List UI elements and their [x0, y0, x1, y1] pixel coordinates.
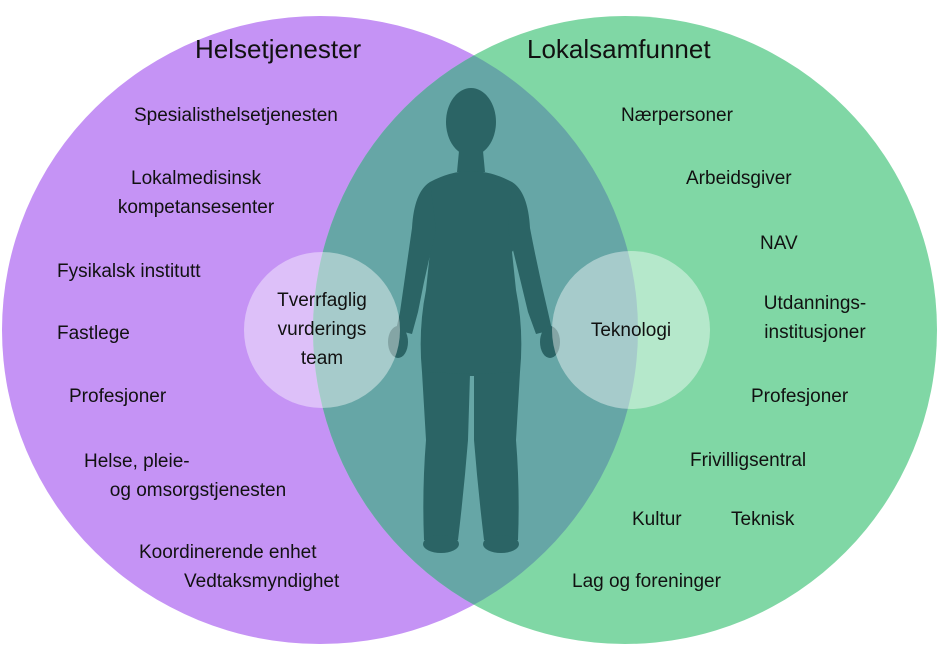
label-frivilligsentral: Frivilligsentral [690, 450, 807, 471]
label-tverrfaglig-line1: Tverrfaglig [277, 290, 367, 311]
label-spesialisthelsetjenesten: Spesialisthelsetjenesten [134, 105, 338, 126]
label-utdanningsinstitusjoner: Utdannings- institusjoner [740, 289, 890, 347]
label-profesjoner-left: Profesjoner [69, 386, 167, 407]
label-koordinerende-enhet: Koordinerende enhet [139, 542, 317, 563]
label-tverrfaglig-team: Tverrfaglig vurderings team [242, 286, 402, 373]
label-naerpersoner: Nærpersoner [621, 105, 733, 126]
label-fysikalsk-institutt: Fysikalsk institutt [57, 261, 201, 282]
team-bubble [244, 252, 400, 408]
community-title: Lokalsamfunnet [527, 34, 711, 64]
label-tverrfaglig-line3: team [300, 348, 344, 369]
label-lokalmedisinsk-line1: Lokalmedisinsk [131, 168, 261, 189]
label-fastlege: Fastlege [57, 323, 130, 344]
label-vedtaksmyndighet: Vedtaksmyndighet [184, 571, 340, 592]
label-helse-line1: Helse, pleie- [84, 451, 190, 472]
technology-bubble [552, 251, 710, 409]
label-teknisk: Teknisk [731, 509, 795, 530]
label-utdanning-line2: institusjoner [764, 322, 866, 343]
label-lokalmedisinsk-line2: kompetansesenter [117, 197, 275, 218]
label-arbeidsgiver: Arbeidsgiver [686, 168, 792, 189]
label-profesjoner-right: Profesjoner [751, 386, 849, 407]
person-silhouette-icon [388, 88, 560, 553]
label-tverrfaglig-line2: vurderings [277, 319, 367, 340]
healthcare-title: Helsetjenester [195, 34, 362, 64]
label-lag-og-foreninger: Lag og foreninger [572, 571, 721, 592]
label-helse-pleie: Helse, pleie- og omsorgstjenesten [78, 447, 318, 505]
label-helse-line2: og omsorgstjenesten [109, 480, 287, 501]
label-lokalmedisinsk: Lokalmedisinsk kompetansesenter [96, 164, 296, 222]
label-kultur: Kultur [632, 509, 682, 530]
label-teknologi: Teknologi [590, 320, 672, 341]
label-nav: NAV [760, 233, 798, 254]
label-utdanning-line1: Utdannings- [763, 293, 867, 314]
